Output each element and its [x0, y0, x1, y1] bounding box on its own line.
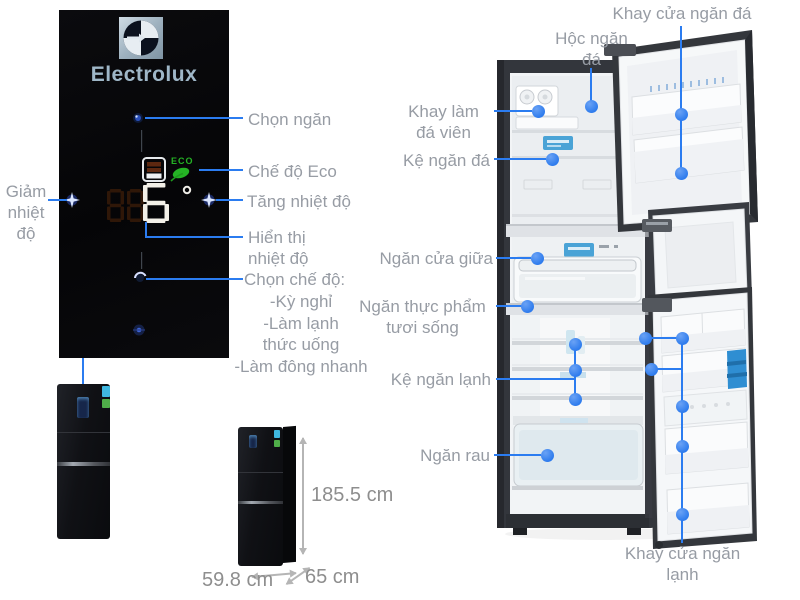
- fridge-pictogram-icon: [142, 157, 166, 182]
- control-panel: Electrolux ECO: [59, 10, 229, 358]
- dimension-fridge-side: [283, 425, 296, 563]
- eco-leaf-icon: [170, 167, 190, 182]
- mini-fridge-display: [77, 397, 89, 418]
- callout-dot-door-tray-1a: [639, 332, 652, 345]
- callout-dot-door-tray-1b: [676, 332, 689, 345]
- callout-label-ngan-cua-giua: Ngăn cửa giữa: [379, 249, 494, 268]
- mode-select-button: [134, 271, 147, 282]
- panel-to-fridge-connector-line: [82, 358, 84, 402]
- fridge-door: [642, 287, 757, 549]
- callout-dot-ngan-cua-giua: [531, 252, 544, 265]
- vegetable-drawer: [513, 416, 644, 487]
- callout-line-ke-ngan-da: [494, 158, 546, 160]
- mode-item: -Làm đông nhanh: [234, 356, 368, 376]
- dim-function-icon: [133, 324, 145, 336]
- mode-item: -Kỳ nghỉ: [269, 292, 333, 311]
- callout-line-ngan-rau: [494, 454, 541, 456]
- callout-line-hoc-ngan-da: [590, 68, 592, 102]
- callout-label-mode-list: -Kỳ nghỉ -Làm lạnh thức uống -Làm đông n…: [226, 291, 376, 377]
- degree-symbol: [182, 185, 192, 195]
- callout-label-khay-cua-ngan-lanh: Khay cửa ngăn lạnh: [624, 544, 741, 585]
- callout-line-hien-thi-h: [145, 236, 243, 238]
- increase-temp-button: [201, 192, 217, 208]
- width-value: 59.8 cm: [202, 569, 274, 591]
- callout-line-ke-ngan-lanh: [496, 378, 575, 380]
- control-panel-graphics: [64, 17, 217, 336]
- brand-wordmark: Electrolux: [90, 63, 198, 86]
- panel-divider-line-top: [141, 130, 143, 152]
- decrease-temp-button: [64, 192, 80, 208]
- mode-item: -Làm lạnh: [263, 313, 339, 333]
- height-value: 185.5 cm: [311, 484, 394, 506]
- electrolux-logo-icon: [119, 17, 163, 59]
- callout-line-ngan-thuc-pham: [496, 305, 522, 307]
- callout-line-door-tray-1: [645, 337, 682, 339]
- callout-label-ke-ngan-da: Kệ ngăn đá: [403, 151, 490, 170]
- callout-dot-ke-ngan-lanh-2: [569, 364, 582, 377]
- panel-divider-line-bottom: [141, 252, 143, 269]
- callout-line-hien-thi-v: [145, 222, 147, 237]
- callout-label-khay-cua-ngan-da: Khay cửa ngăn đá: [612, 4, 752, 23]
- callout-label-chon-ngan: Chọn ngăn: [248, 110, 332, 129]
- callout-dot-ke-ngan-lanh-1: [569, 338, 582, 351]
- callout-line-khay-cua-ngan-da: [680, 26, 682, 173]
- callout-dot-ke-ngan-da: [546, 153, 559, 166]
- callout-dot-khay-lam-da-vien: [532, 105, 545, 118]
- energy-label-sticker: [102, 386, 110, 397]
- depth-value: 65 cm: [305, 566, 360, 588]
- mode-item: thức uống: [262, 335, 340, 354]
- callout-label-ngan-thuc-pham: Ngăn thực phẩm tươi sống: [359, 297, 486, 338]
- callout-line-chon-ngan: [145, 117, 243, 119]
- callout-dot-door-tray-2: [645, 363, 658, 376]
- freezer-door-scale-ticks: [650, 77, 724, 92]
- door-blue-dispenser: [727, 349, 747, 389]
- mini-fridge-handle: [57, 462, 110, 466]
- callout-line-chon-che-do: [146, 278, 243, 280]
- callout-dot-ngan-rau: [541, 449, 554, 462]
- callout-label-giam-nhiet-do: Giảm nhiệt độ: [5, 182, 47, 244]
- middle-drawer: [513, 256, 642, 303]
- callout-dot-khay-cua-ngan-da-1: [675, 108, 688, 121]
- callout-line-che-do-eco: [199, 169, 243, 171]
- callout-line-giam-nhiet-do: [48, 199, 67, 201]
- callout-label-hoc-ngan-da: Hộc ngăn đá: [555, 29, 628, 70]
- dimension-fridge-display: [249, 435, 257, 448]
- callout-label-tang-nhiet-do: Tăng nhiệt độ: [247, 192, 351, 211]
- callout-label-che-do-eco: Chế độ Eco: [248, 162, 337, 181]
- callout-dot-khay-cua-ngan-lanh-2: [676, 440, 689, 453]
- callout-dot-ke-ngan-lanh-3: [569, 393, 582, 406]
- fridge-illustration: [497, 30, 758, 549]
- height-arrow: [299, 437, 307, 555]
- ghost-digits: [107, 189, 144, 222]
- callout-line-door-tray-2: [651, 368, 682, 370]
- callout-line-khay-lam-da-vien: [494, 110, 532, 112]
- callout-label-khay-lam-da-vien: Khay làm đá viên: [408, 102, 479, 143]
- callout-line-tang-nhiet-do: [216, 199, 243, 201]
- callout-label-ngan-rau: Ngăn rau: [420, 446, 490, 465]
- middle-door: [642, 202, 752, 306]
- mini-fridge-front: [57, 384, 110, 539]
- callout-dot-khay-cua-ngan-lanh-3: [676, 508, 689, 521]
- callout-dot-ngan-thuc-pham: [521, 300, 534, 313]
- callout-label-ke-ngan-lanh: Kệ ngăn lạnh: [390, 370, 491, 389]
- callout-dot-khay-cua-ngan-lanh-1: [676, 400, 689, 413]
- callout-dot-hoc-ngan-da: [585, 100, 598, 113]
- callout-label-chon-che-do: Chọn chế độ:: [244, 270, 346, 289]
- eco-label-sticker: [102, 399, 110, 408]
- callout-line-ngan-cua-giua: [496, 257, 531, 259]
- callout-label-hien-thi: Hiển thị nhiệt độ: [248, 228, 309, 269]
- eco-badge: ECO: [171, 156, 194, 166]
- callout-dot-khay-cua-ngan-da-2: [675, 167, 688, 180]
- compartment-select-button: [133, 113, 143, 123]
- dimension-fridge-front: [238, 427, 283, 566]
- temperature-display: [143, 183, 169, 223]
